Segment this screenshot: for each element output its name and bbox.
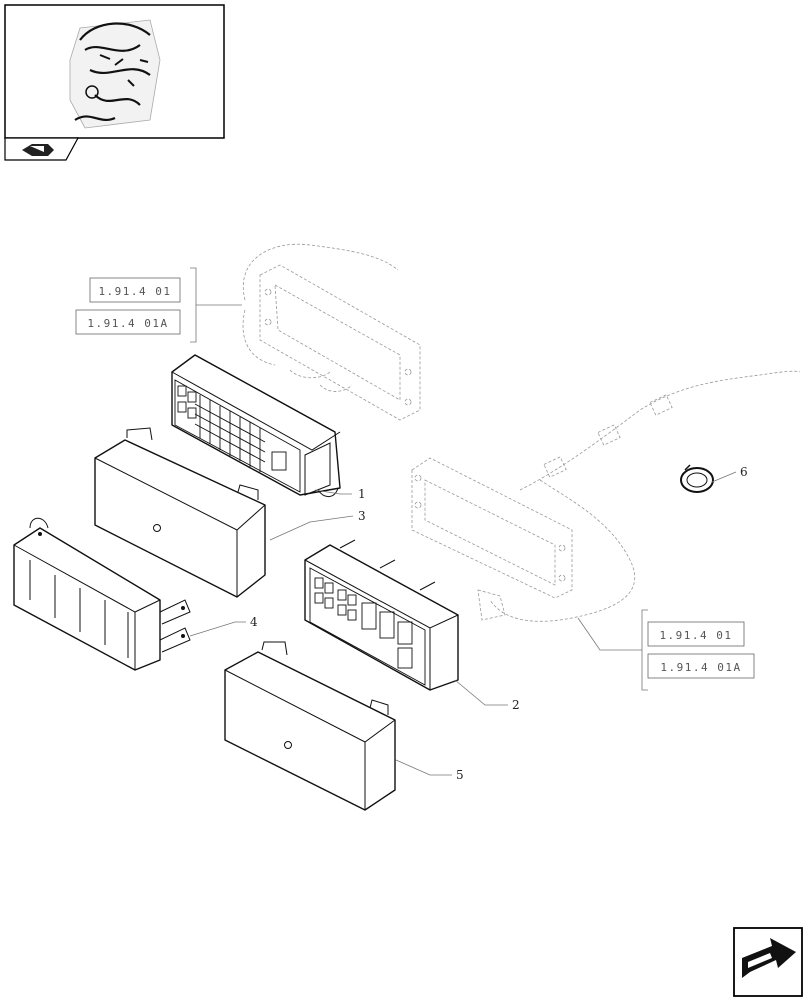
reference-box[interactable] — [647, 653, 755, 679]
reference-label[interactable]: 1.91.4 01 — [659, 629, 732, 642]
part-3-cover[interactable] — [94, 427, 266, 598]
fuse-slots-grid — [177, 385, 287, 472]
next-page-button[interactable] — [733, 927, 803, 997]
part-6-clamp[interactable] — [680, 464, 714, 493]
callout-6: 6 — [740, 465, 748, 479]
part-5-cover[interactable] — [224, 641, 396, 811]
ghost-fuse-holder-right — [411, 370, 801, 622]
part-1-fuse-box[interactable] — [171, 354, 341, 497]
back-arrow-icon[interactable] — [22, 144, 54, 156]
reference-label[interactable]: 1.91.4 01 — [98, 285, 171, 298]
reference-box[interactable] — [75, 309, 181, 335]
callout-2: 2 — [512, 698, 520, 712]
wiring-harness-cab-thumbnail-icon — [69, 19, 161, 129]
reference-label[interactable]: 1.91.4 01A — [87, 317, 168, 330]
part-2-fuse-box[interactable] — [304, 539, 459, 691]
callout-3: 3 — [358, 509, 366, 523]
callout-5: 5 — [456, 768, 464, 782]
next-page-arrow-icon — [742, 938, 796, 978]
ghost-fuse-holder-upper — [242, 243, 421, 421]
reference-group-right: 1.91.4 01 1.91.4 01A — [577, 609, 755, 691]
reference-group-top: 1.91.4 01 1.91.4 01A — [75, 267, 242, 343]
relay-slots — [314, 577, 413, 669]
callouts: 1 3 4 2 5 6 — [189, 465, 748, 782]
reference-box[interactable] — [647, 621, 745, 647]
callout-1: 1 — [358, 487, 366, 501]
part-4-bracket[interactable] — [13, 517, 191, 671]
thumbnail-panel[interactable] — [4, 4, 225, 161]
reference-box[interactable] — [89, 277, 181, 303]
callout-4: 4 — [250, 615, 258, 629]
reference-label[interactable]: 1.91.4 01A — [660, 661, 741, 674]
